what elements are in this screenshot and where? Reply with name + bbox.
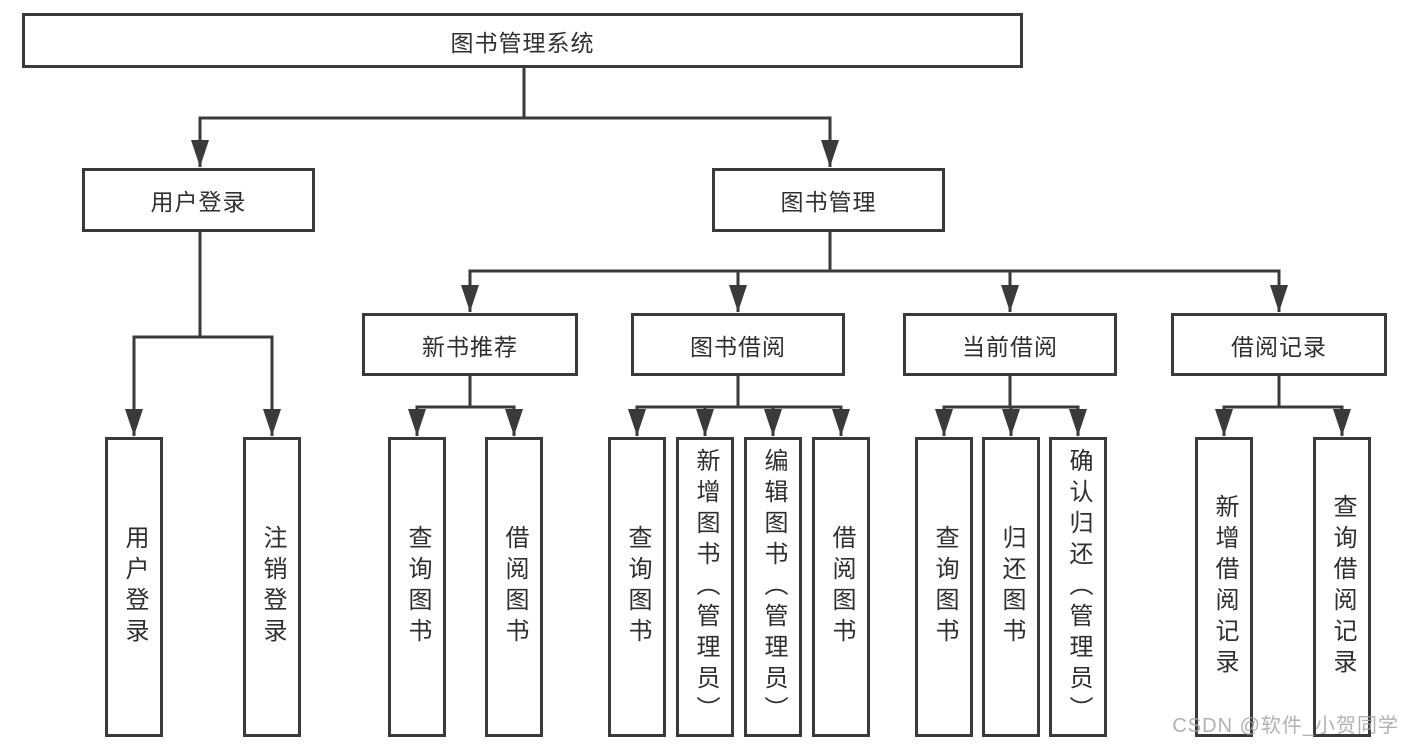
node-user-login: 用户登录 (82, 168, 315, 232)
leaf-query-books-recommend-label: 查询图书 (404, 525, 431, 649)
leaf-logout-label: 注销登录 (259, 525, 286, 649)
leaf-query-books-borrow-label: 查询图书 (624, 525, 651, 649)
node-borrow-records: 借阅记录 (1171, 313, 1387, 376)
leaf-user-login: 用户登录 (105, 437, 163, 737)
leaf-user-login-label: 用户登录 (121, 525, 148, 649)
node-book-management: 图书管理 (712, 168, 945, 232)
leaf-query-borrow-record: 查询借阅记录 (1313, 437, 1371, 737)
leaf-confirm-return-admin: 确认归还（管理员） (1049, 437, 1107, 737)
leaf-edit-book-admin: 编辑图书（管理员） (744, 437, 802, 737)
node-user-login-label: 用户登录 (150, 189, 247, 215)
leaf-borrow-books-borrow: 借阅图书 (812, 437, 870, 737)
leaf-add-borrow-record-label: 新增借阅记录 (1211, 494, 1238, 680)
node-book-borrow-label: 图书借阅 (690, 333, 786, 360)
leaf-logout: 注销登录 (243, 437, 301, 737)
node-borrow-records-label: 借阅记录 (1231, 333, 1327, 360)
node-new-book-recommend-label: 新书推荐 (422, 333, 518, 360)
leaf-borrow-books-recommend-label: 借阅图书 (501, 525, 528, 649)
csdn-watermark: CSDN @软件_小贺同学 (1172, 715, 1399, 737)
leaf-borrow-books-borrow-label: 借阅图书 (828, 525, 855, 649)
leaf-edit-book-admin-label: 编辑图书（管理员） (760, 447, 787, 727)
leaf-add-book-admin: 新增图书（管理员） (676, 437, 734, 737)
leaf-confirm-return-admin-label: 确认归还（管理员） (1065, 447, 1092, 727)
node-book-management-label: 图书管理 (780, 189, 877, 215)
leaf-query-books-current-label: 查询图书 (931, 525, 958, 649)
leaf-borrow-books-recommend: 借阅图书 (485, 437, 543, 737)
node-root: 图书管理系统 (22, 13, 1023, 68)
leaf-query-books-recommend: 查询图书 (388, 437, 446, 737)
node-current-borrow: 当前借阅 (903, 313, 1117, 376)
leaf-query-books-current: 查询图书 (915, 437, 973, 737)
node-book-borrow: 图书借阅 (631, 313, 845, 376)
leaf-add-book-admin-label: 新增图书（管理员） (692, 447, 719, 727)
node-root-label: 图书管理系统 (450, 29, 595, 56)
node-new-book-recommend: 新书推荐 (362, 313, 578, 376)
node-current-borrow-label: 当前借阅 (962, 333, 1058, 360)
leaf-query-borrow-record-label: 查询借阅记录 (1329, 494, 1356, 680)
leaf-query-books-borrow: 查询图书 (608, 437, 666, 737)
leaf-return-books-label: 归还图书 (998, 525, 1025, 649)
leaf-return-books: 归还图书 (982, 437, 1040, 737)
leaf-add-borrow-record: 新增借阅记录 (1195, 437, 1253, 737)
